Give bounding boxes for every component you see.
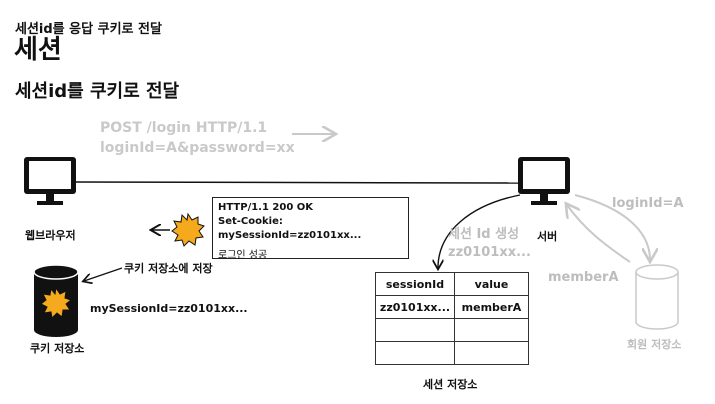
member-query-arrow — [574, 194, 650, 260]
member-store-cylinder-icon — [635, 264, 679, 330]
server-label: 서버 — [537, 230, 558, 243]
table-row — [375, 341, 529, 365]
table-cell — [375, 341, 455, 365]
server-monitor-icon — [518, 157, 570, 205]
page-title: 세션 — [14, 35, 62, 65]
session-create-arrow — [438, 194, 521, 268]
session-create-line1: 세션 Id 생성 — [448, 227, 520, 242]
response-body: 로그인 성공 — [218, 250, 268, 261]
member-result-arrow — [567, 205, 631, 263]
cookie-save-arrow — [84, 267, 123, 281]
cookie-sun-icon — [171, 212, 205, 247]
table-cell — [454, 341, 529, 365]
table-row — [375, 318, 529, 342]
cookie-store-label: 쿠키 저장소 — [30, 342, 85, 355]
page-subtitle: 세션id를 쿠키로 전달 — [15, 81, 180, 102]
request-line: POST /login HTTP/1.1 — [100, 120, 268, 136]
member-query-label: loginId=A — [612, 196, 684, 211]
browser-monitor-icon — [24, 157, 76, 205]
request-body: loginId=A&password=xx — [100, 140, 295, 156]
table-header-cell: sessionId — [375, 272, 455, 296]
table-header-row: sessionId value — [375, 272, 529, 296]
response-status: HTTP/1.1 200 OK — [218, 202, 314, 213]
session-create-line2: zz0101xx... — [448, 245, 531, 260]
table-header-cell: value — [454, 272, 529, 296]
table-cell: memberA — [454, 295, 529, 319]
browser-label: 웹브라우저 — [25, 229, 76, 242]
login-request: POST /login HTTP/1.1 loginId=A&password=… — [100, 118, 295, 158]
table-row: zz0101xx... memberA — [375, 295, 529, 319]
table-cell: zz0101xx... — [375, 295, 455, 319]
member-store-label: 회원 저장소 — [627, 338, 682, 351]
table-cell — [454, 318, 529, 342]
connection-line — [74, 181, 519, 184]
breadcrumb: 세션id를 응답 쿠키로 전달 — [15, 22, 162, 37]
session-create-text: 세션 Id 생성 zz0101xx... — [448, 226, 531, 262]
response-cookie-header: Set-Cookie: mySessionId=zz0101xx... — [218, 216, 362, 241]
table-cell — [375, 318, 455, 342]
session-store-label: 세션 저장소 — [423, 378, 478, 391]
response-box: HTTP/1.1 200 OK Set-Cookie: mySessionId=… — [212, 197, 409, 261]
cookie-value: mySessionId=zz0101xx... — [90, 302, 248, 315]
cookie-store-cylinder-icon — [33, 264, 79, 337]
cookie-save-label: 쿠키 저장소에 저장 — [124, 262, 213, 275]
member-result-label: memberA — [548, 270, 619, 285]
session-table: sessionId value zz0101xx... memberA — [375, 272, 529, 365]
